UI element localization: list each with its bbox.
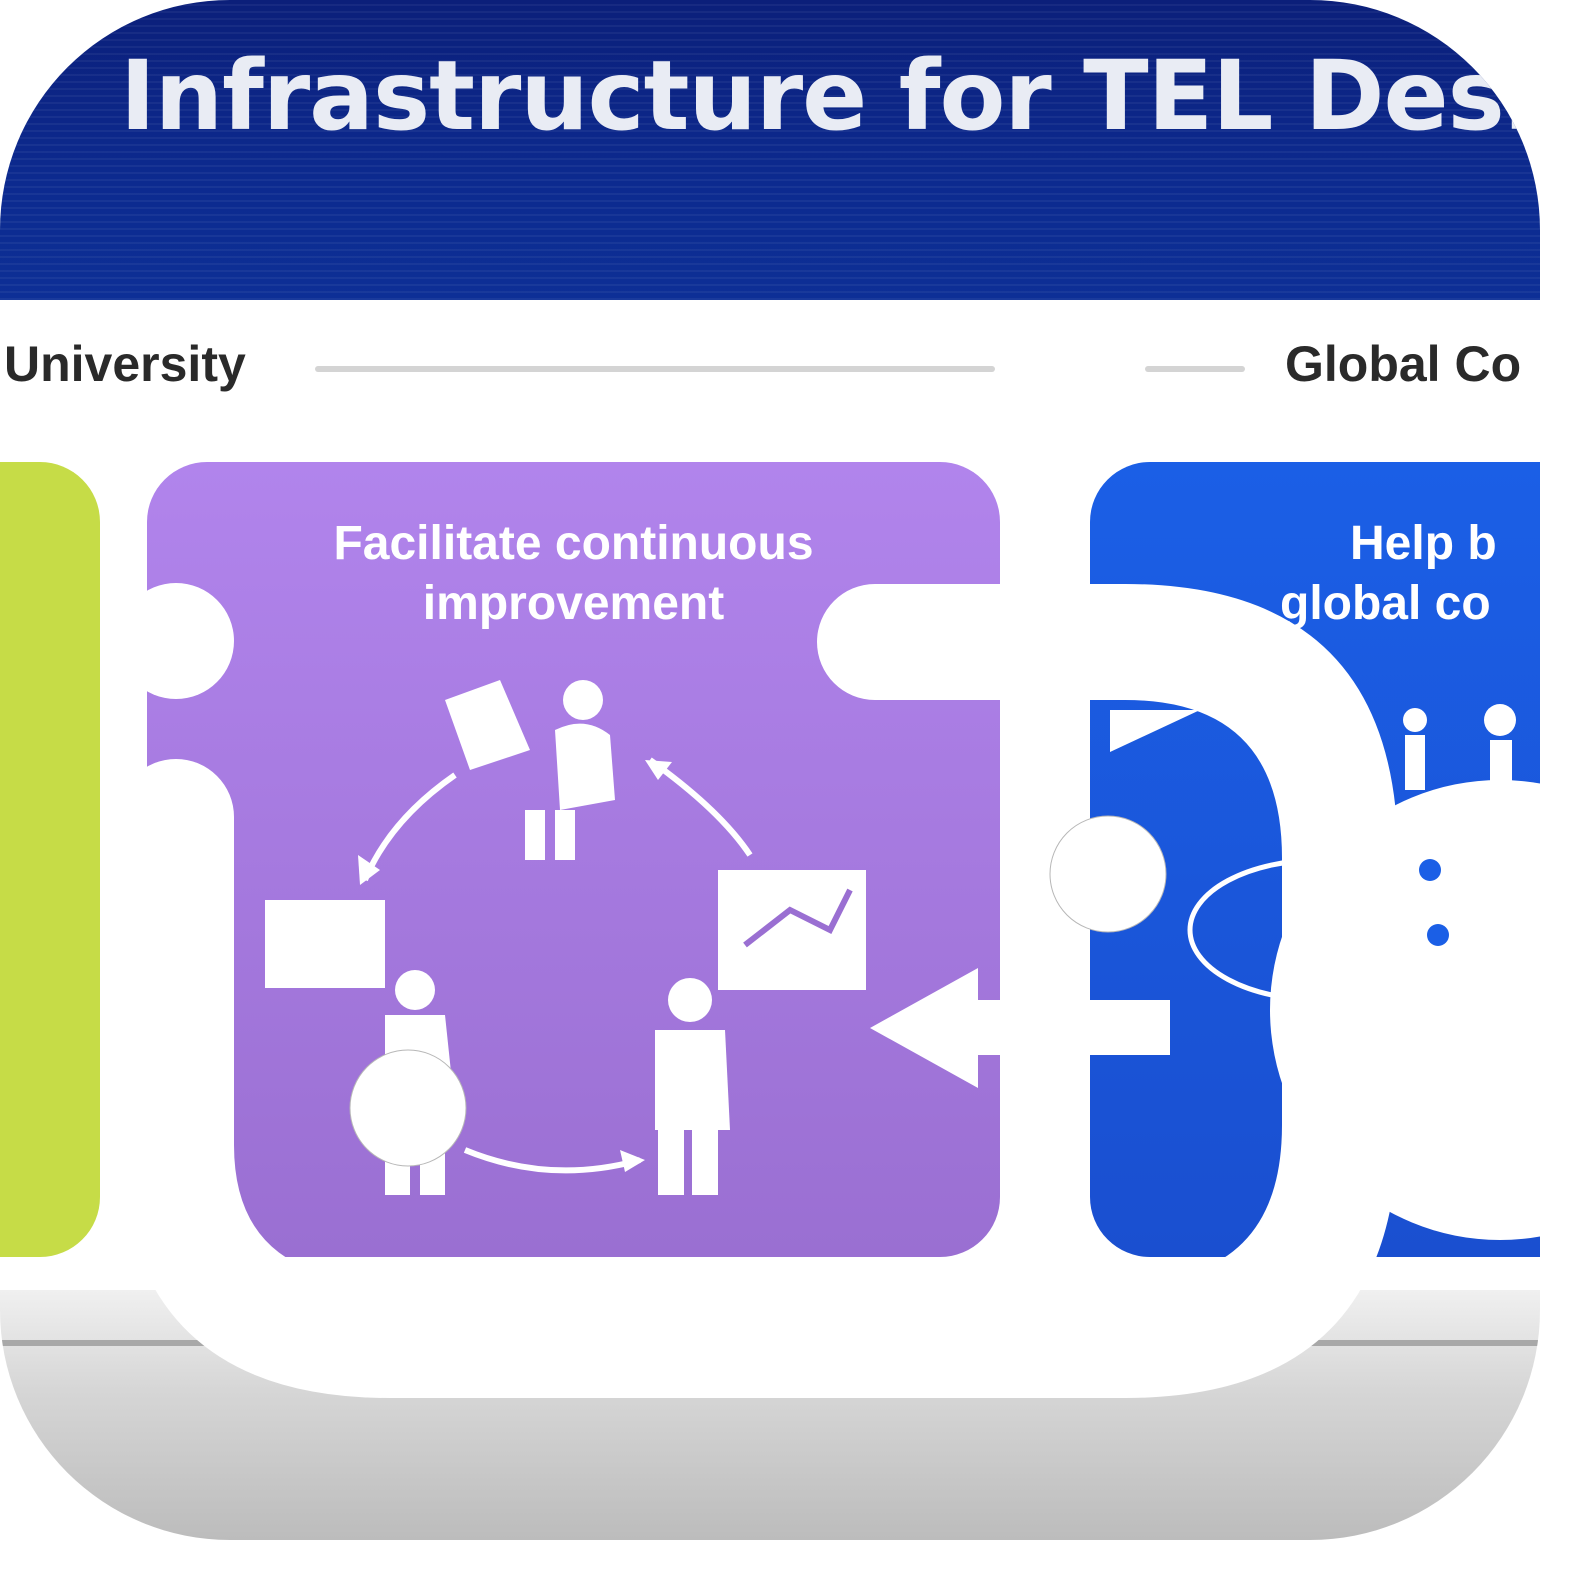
timeline-rule-right bbox=[1145, 366, 1245, 372]
purple-card-title-line2: improvement bbox=[422, 577, 725, 630]
timeline-rule-left bbox=[315, 366, 995, 372]
global-label: Global Co bbox=[1285, 336, 1522, 392]
blue-card-title-line2: global co bbox=[1280, 577, 1491, 630]
purple-card-title-line1: Facilitate continuous bbox=[333, 517, 814, 570]
banner-scanlines bbox=[0, 0, 1540, 300]
slide-title: Infrastructure for TEL Design an bbox=[120, 40, 1540, 152]
green-card bbox=[0, 462, 100, 1257]
university-label: University bbox=[4, 336, 246, 392]
slide-banner: Infrastructure for TEL Design an bbox=[0, 0, 1540, 300]
arrow-left-icon bbox=[0, 0, 1540, 1540]
blue-card-title: Help b global co bbox=[1280, 514, 1540, 634]
purple-card-title: Facilitate continuous improvement bbox=[147, 514, 1000, 634]
blue-card-title-line1: Help b bbox=[1350, 517, 1497, 570]
